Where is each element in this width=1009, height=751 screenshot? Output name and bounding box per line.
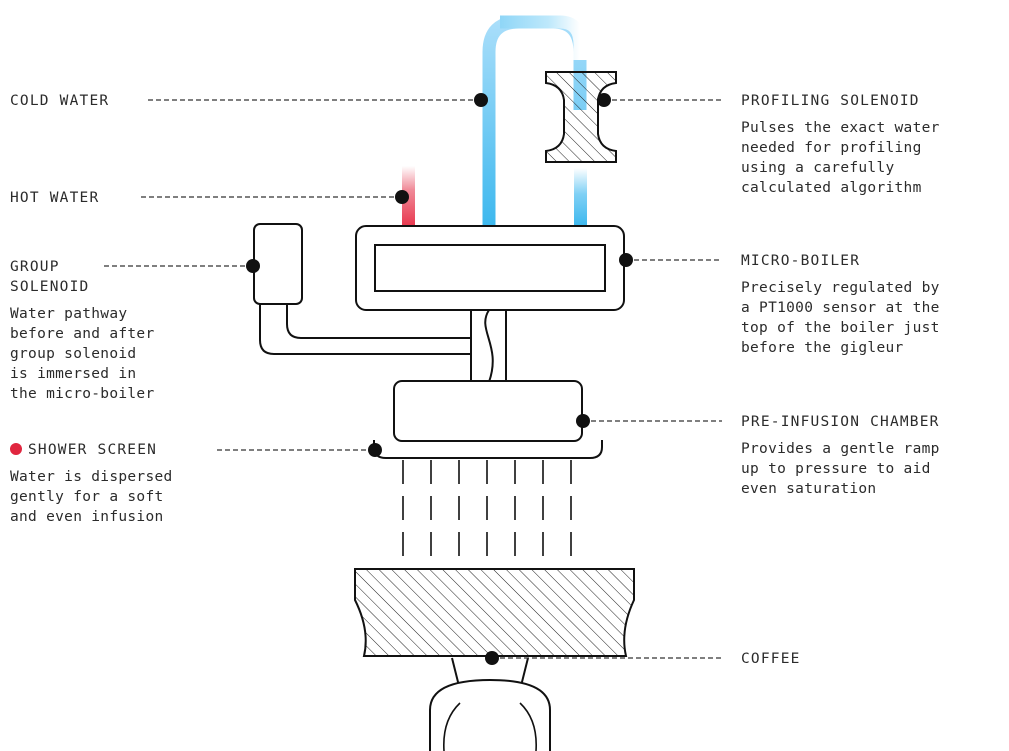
- leader-dots: [246, 93, 633, 665]
- label-shower-screen: SHOWER SCREEN: [28, 442, 157, 458]
- label-profiling-solenoid: PROFILING SOLENOID: [741, 93, 920, 109]
- group-solenoid-desc-5: the micro-boiler: [10, 386, 154, 402]
- profiling-desc-1: Pulses the exact water: [741, 120, 940, 136]
- pre-infusion-desc-2: up to pressure to aid: [741, 461, 931, 477]
- leader-lines: [104, 99, 722, 659]
- cold-water-pipe: [482, 15, 587, 226]
- label-micro-boiler: MICRO-BOILER: [741, 253, 860, 269]
- coffee-puck: [354, 568, 635, 657]
- pre-infusion-chamber: [393, 380, 583, 442]
- label-pre-infusion-chamber: PRE-INFUSION CHAMBER: [741, 414, 940, 430]
- portafilter: [429, 657, 551, 751]
- pre-infusion-desc-3: even saturation: [741, 481, 876, 497]
- profiling-desc-4: calculated algorithm: [741, 180, 922, 196]
- pre-infusion-marker: [576, 414, 590, 428]
- pre-infusion-desc-1: Provides a gentle ramp: [741, 441, 940, 457]
- water-streams: [402, 460, 572, 568]
- micro-boiler-desc-2: a PT1000 sensor at the: [741, 300, 940, 316]
- label-group-solenoid-1: GROUP: [10, 259, 60, 275]
- shower-screen-desc-3: and even infusion: [10, 509, 164, 525]
- micro-boiler-desc-4: before the gigleur: [741, 340, 904, 356]
- shower-screen-bullet-icon: [10, 443, 22, 455]
- group-solenoid-marker: [246, 259, 260, 273]
- micro-boiler-marker: [619, 253, 633, 267]
- cold-water-marker: [474, 93, 488, 107]
- label-cold-water: COLD WATER: [10, 93, 109, 109]
- micro-boiler-desc-3: top of the boiler just: [741, 320, 940, 336]
- shower-screen-desc-2: gently for a soft: [10, 489, 164, 505]
- shower-screen-marker: [368, 443, 382, 457]
- group-solenoid-desc-3: group solenoid: [10, 346, 136, 362]
- group-solenoid-desc-4: is immersed in: [10, 366, 136, 382]
- group-pipes: [259, 302, 507, 383]
- shower-screen: [373, 440, 603, 459]
- profiling-desc-2: needed for profiling: [741, 140, 922, 156]
- label-coffee: COFFEE: [741, 651, 801, 667]
- label-group-solenoid-2: SOLENOID: [10, 279, 89, 295]
- profiling-solenoid-marker: [597, 93, 611, 107]
- group-solenoid-desc-2: before and after: [10, 326, 154, 342]
- coffee-marker: [485, 651, 499, 665]
- profiling-solenoid: [545, 71, 617, 163]
- profiling-desc-3: using a carefully: [741, 160, 895, 176]
- hot-water-marker: [395, 190, 409, 204]
- label-hot-water: HOT WATER: [10, 190, 99, 206]
- shower-screen-desc-1: Water is dispersed: [10, 469, 173, 485]
- group-solenoid-desc-1: Water pathway: [10, 306, 127, 322]
- micro-boiler-desc-1: Precisely regulated by: [741, 280, 940, 296]
- profiling-outlet-pipe: [574, 168, 587, 226]
- micro-boiler: [355, 225, 625, 311]
- group-solenoid: [253, 223, 303, 305]
